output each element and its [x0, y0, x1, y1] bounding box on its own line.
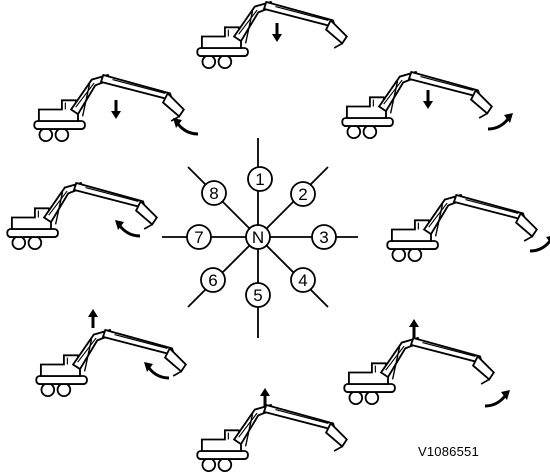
reference-code: V1086551 [418, 444, 479, 459]
position-1: 1 [247, 166, 273, 192]
control-selector: N 1 2 3 4 5 6 [162, 138, 358, 338]
excavator-position-5 [196, 386, 348, 473]
excavator-position-7 [6, 182, 158, 251]
curved-arrow-icon [171, 116, 200, 136]
curved-arrow-icon [528, 233, 550, 253]
position-label: 8 [209, 184, 218, 203]
position-label: 4 [298, 271, 307, 290]
center-label: N [252, 228, 264, 247]
position-4: 4 [290, 267, 316, 293]
position-7: 7 [186, 224, 212, 250]
curved-arrow-icon [483, 388, 512, 408]
position-5: 5 [245, 282, 271, 308]
excavator-position-3 [386, 194, 550, 263]
excavator-position-2 [341, 71, 515, 140]
center-neutral: N [245, 224, 271, 250]
excavator-position-1 [196, 1, 348, 70]
position-2: 2 [290, 181, 316, 207]
curved-arrow-icon [113, 218, 142, 238]
position-label: 3 [319, 228, 328, 247]
arrow-up-icon [86, 307, 100, 330]
position-label: 1 [255, 170, 264, 189]
arrow-up-icon [407, 317, 421, 340]
arrow-up-icon [258, 386, 272, 409]
position-label: 6 [208, 271, 217, 290]
arrow-down-icon [109, 98, 123, 121]
position-6: 6 [200, 267, 226, 293]
position-label: 2 [298, 185, 307, 204]
position-3: 3 [311, 224, 337, 250]
position-label: 7 [194, 228, 203, 247]
curved-arrow-icon [142, 360, 171, 380]
position-8: 8 [201, 180, 227, 206]
position-label: 5 [253, 286, 262, 305]
excavator-position-8 [33, 74, 200, 143]
excavator-position-6 [35, 307, 187, 398]
curved-arrow-icon [486, 111, 515, 131]
excavator-position-4 [343, 317, 512, 408]
arrow-down-icon [421, 88, 435, 111]
arrow-down-icon [270, 21, 284, 44]
